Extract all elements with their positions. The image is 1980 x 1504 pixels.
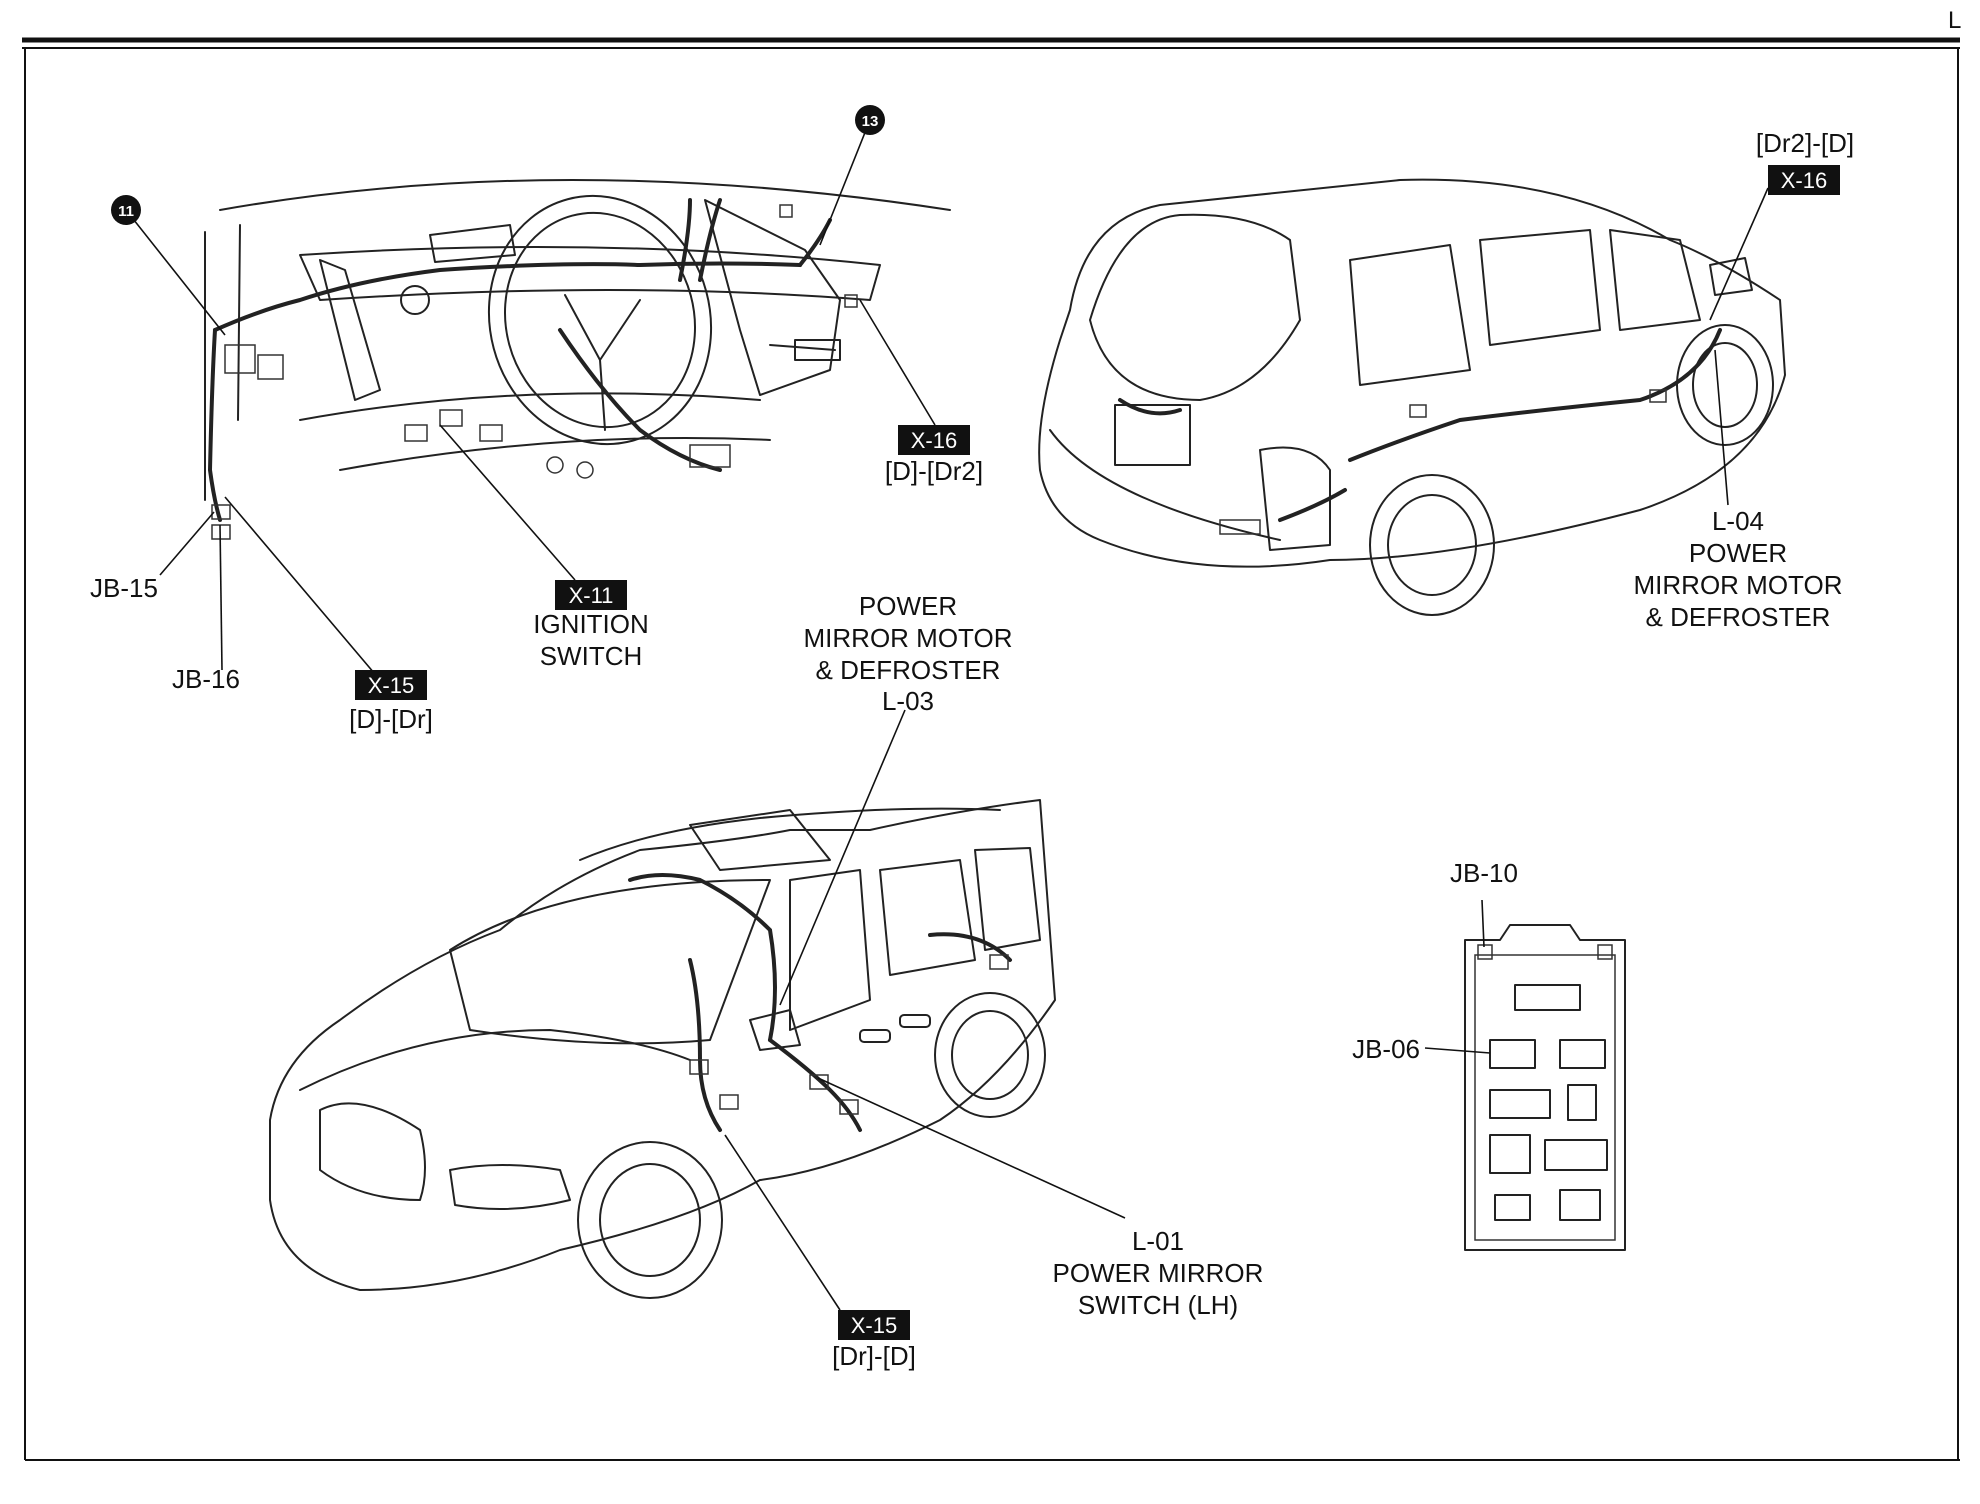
leader-lines	[125, 119, 1769, 1311]
callout-13-text: 13	[862, 113, 879, 130]
l04-code: L-04	[1712, 506, 1764, 536]
x16-dash-tag: X-16	[911, 428, 957, 453]
connector-x16-rear: [Dr2]-[D] X-16	[1756, 128, 1854, 195]
x15-front-tag: X-15	[851, 1313, 897, 1338]
l01-code: L-01	[1132, 1226, 1184, 1256]
connector-x16-dash: X-16 [D]-[Dr2]	[885, 425, 983, 486]
label-jb10: JB-10	[1450, 858, 1518, 888]
rear-van-illustration	[1038, 178, 1786, 616]
label-jb06: JB-06	[1352, 1034, 1420, 1064]
front-van-illustration	[269, 799, 1056, 1299]
x15-dash-sub: [D]-[Dr]	[349, 704, 433, 734]
x16-rear-tag: X-16	[1781, 168, 1827, 193]
x11-line1: IGNITION	[533, 609, 649, 639]
label-jb15: JB-15	[90, 573, 158, 603]
label-jb16: JB-16	[172, 664, 240, 694]
x16-dash-sub: [D]-[Dr2]	[885, 456, 983, 486]
l01-line1: POWER MIRROR	[1053, 1258, 1264, 1288]
page-frame: L	[22, 7, 1961, 1461]
corner-letter: L	[1948, 7, 1961, 34]
dashboard-illustration	[204, 179, 951, 540]
x15-front-sub: [Dr]-[D]	[832, 1341, 916, 1371]
connector-x11: X-11 IGNITION SWITCH	[533, 580, 649, 671]
l03-line3: & DEFROSTER	[816, 655, 1001, 685]
x16-rear-sub: [Dr2]-[D]	[1756, 128, 1854, 158]
label-l03: POWER MIRROR MOTOR & DEFROSTER L-03	[804, 591, 1013, 716]
l01-line2: SWITCH (LH)	[1078, 1290, 1238, 1320]
l04-line2: MIRROR MOTOR	[1634, 570, 1843, 600]
l03-line2: MIRROR MOTOR	[804, 623, 1013, 653]
callout-11-text: 11	[118, 203, 134, 220]
l03-code: L-03	[882, 686, 934, 716]
x11-line2: SWITCH	[540, 641, 643, 671]
x11-tag: X-11	[569, 583, 614, 608]
l04-line3: & DEFROSTER	[1646, 602, 1831, 632]
callout-13: 13	[855, 105, 885, 135]
connector-x15-dash: X-15 [D]-[Dr]	[349, 670, 433, 734]
l03-line1: POWER	[859, 591, 957, 621]
l04-line1: POWER	[1689, 538, 1787, 568]
callout-11: 11	[111, 195, 141, 225]
junction-box	[1464, 924, 1626, 1251]
label-l04: L-04 POWER MIRROR MOTOR & DEFROSTER	[1634, 506, 1843, 632]
label-l01: L-01 POWER MIRROR SWITCH (LH)	[1053, 1226, 1264, 1320]
connector-x15-front: X-15 [Dr]-[D]	[832, 1310, 916, 1371]
x15-dash-tag: X-15	[368, 673, 414, 698]
